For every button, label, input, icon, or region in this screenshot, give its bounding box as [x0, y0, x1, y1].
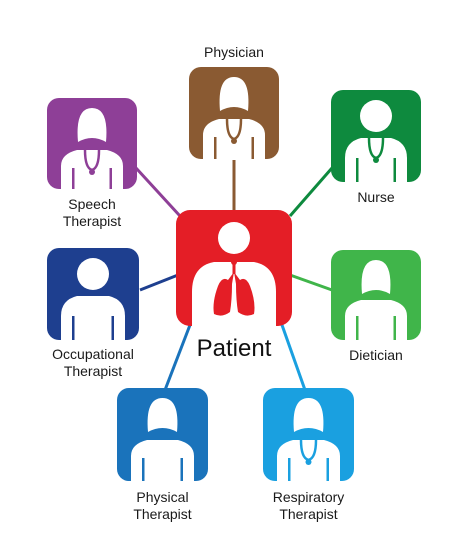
female-person-icon: [131, 398, 194, 481]
nurse-label: Nurse: [357, 189, 395, 205]
respiratory-label: Respiratory Therapist: [272, 489, 345, 522]
female-therapist-icon: [61, 108, 123, 189]
physical-tile: [117, 388, 208, 481]
patient-tile: [176, 210, 292, 326]
patient-label: Patient: [196, 335, 272, 362]
dietician-tile: [331, 250, 421, 340]
connector-respiratory: [280, 324, 307, 391]
female-doctor-icon: [203, 77, 265, 159]
connector-occupational: [139, 273, 179, 292]
speech-label: Speech Therapist: [62, 196, 122, 229]
connector-physical: [163, 324, 192, 391]
physician-label: Physician: [204, 44, 264, 60]
nurse-icon: [345, 100, 407, 182]
physician-tile: [189, 67, 279, 159]
connector-dietician: [289, 273, 333, 292]
dietician-label: Dietician: [349, 347, 403, 363]
female-person-icon: [345, 260, 407, 340]
respiratory-tile: [263, 388, 354, 481]
patient-lungs-icon: [192, 222, 276, 326]
speech-tile: [47, 98, 137, 189]
nurse-tile: [331, 90, 421, 182]
connector-speech: [134, 166, 182, 218]
male-person-icon: [61, 258, 125, 340]
occupational-tile: [47, 248, 139, 340]
physical-label: Physical Therapist: [133, 489, 192, 522]
occupational-label: Occupational Therapist: [52, 346, 134, 379]
connector-nurse: [288, 167, 334, 217]
female-therapist-icon: [277, 398, 340, 481]
